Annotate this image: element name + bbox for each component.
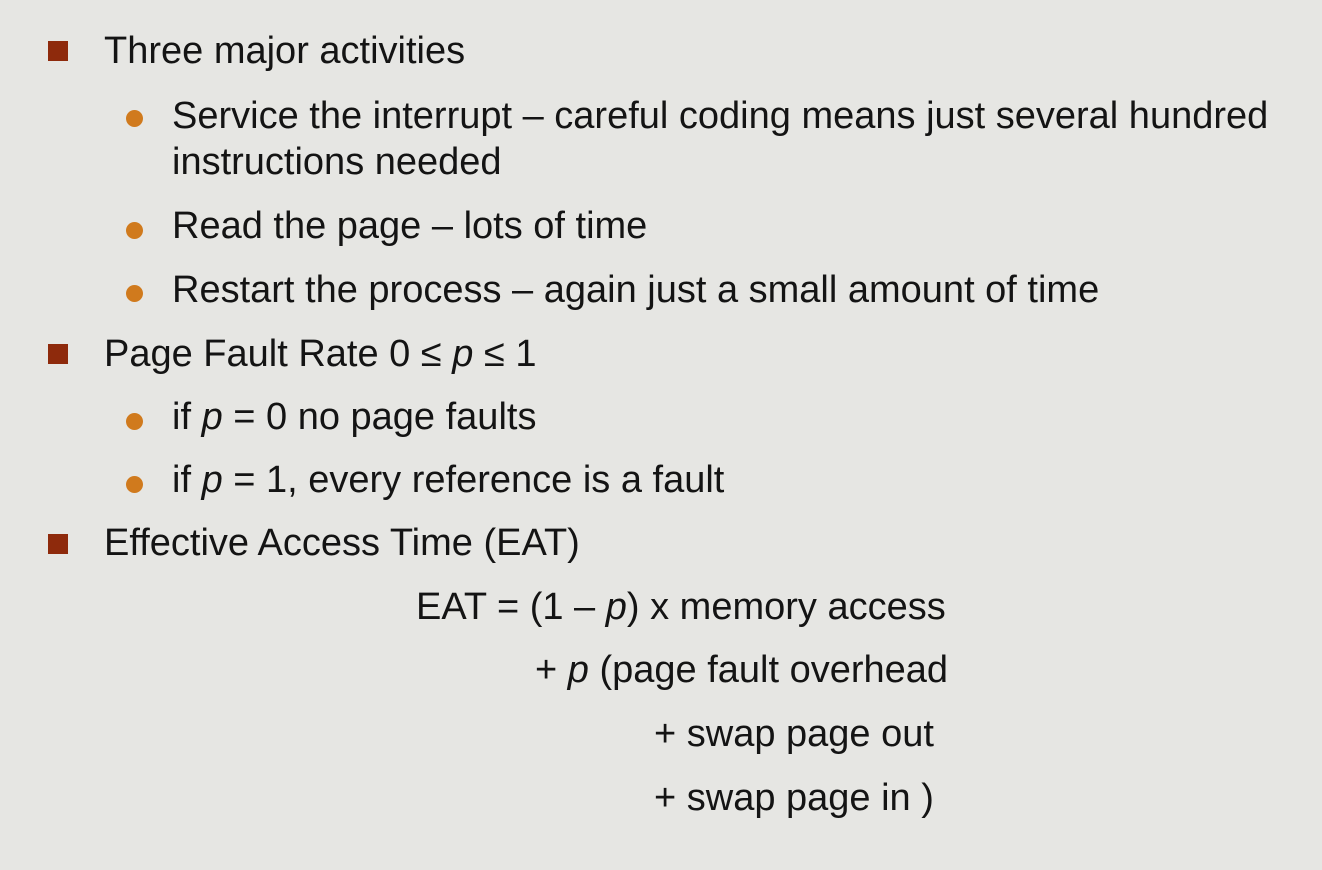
bullet-page-fault-rate: Page Fault Rate 0 ≤ p ≤ 1 (104, 331, 537, 377)
sub-bullet-p-zero: if p = 0 no page faults (172, 394, 536, 440)
square-bullet-icon (48, 41, 68, 61)
formula-text: + swap page out (654, 713, 934, 755)
variable-p: p (201, 396, 223, 438)
sub-bullet-restart-process: Restart the process – again just a small… (172, 267, 1099, 313)
bullet-text: Read the page – lots of time (172, 205, 648, 247)
round-bullet-icon (126, 285, 143, 302)
variable-p: p (201, 459, 223, 501)
round-bullet-icon (126, 476, 143, 493)
bullet-text: Three major activities (104, 30, 466, 72)
square-bullet-icon (48, 534, 68, 554)
bullet-three-major-activities: Three major activities (104, 28, 465, 74)
sub-bullet-p-one: if p = 1, every reference is a fault (172, 457, 724, 503)
formula-line-3: + swap page out (654, 711, 934, 757)
text-suffix: = 0 no page faults (222, 396, 537, 438)
formula-text: (page fault overhead (588, 649, 949, 691)
bullet-text: Restart the process – again just a small… (172, 269, 1100, 311)
round-bullet-icon (126, 222, 143, 239)
square-bullet-icon (48, 344, 68, 364)
sub-bullet-service-interrupt: Service the interrupt – careful coding m… (172, 93, 1317, 185)
text-suffix: = 1, every reference is a fault (222, 459, 725, 501)
variable-p: p (452, 333, 474, 375)
text-prefix: if (172, 459, 202, 501)
text-prefix: if (172, 396, 202, 438)
bullet-effective-access-time: Effective Access Time (EAT) (104, 520, 580, 566)
formula-line-4: + swap page in ) (654, 775, 934, 821)
formula-line-2: + p (page fault overhead (535, 647, 948, 693)
formula-text: + (535, 649, 568, 691)
round-bullet-icon (126, 413, 143, 430)
text-suffix: ≤ 1 (473, 333, 537, 375)
formula-text: EAT = (1 – (416, 586, 606, 628)
variable-p: p (567, 649, 589, 691)
bullet-text: Effective Access Time (EAT) (104, 522, 580, 564)
text-prefix: Page Fault Rate 0 ≤ (104, 333, 453, 375)
formula-text: + swap page in ) (654, 777, 934, 819)
formula-line-1: EAT = (1 – p) x memory access (416, 584, 946, 630)
round-bullet-icon (126, 110, 143, 127)
formula-text: ) x memory access (626, 586, 946, 628)
sub-bullet-read-page: Read the page – lots of time (172, 203, 647, 249)
bullet-text: Service the interrupt – careful coding m… (172, 95, 1269, 183)
variable-p: p (605, 586, 627, 628)
